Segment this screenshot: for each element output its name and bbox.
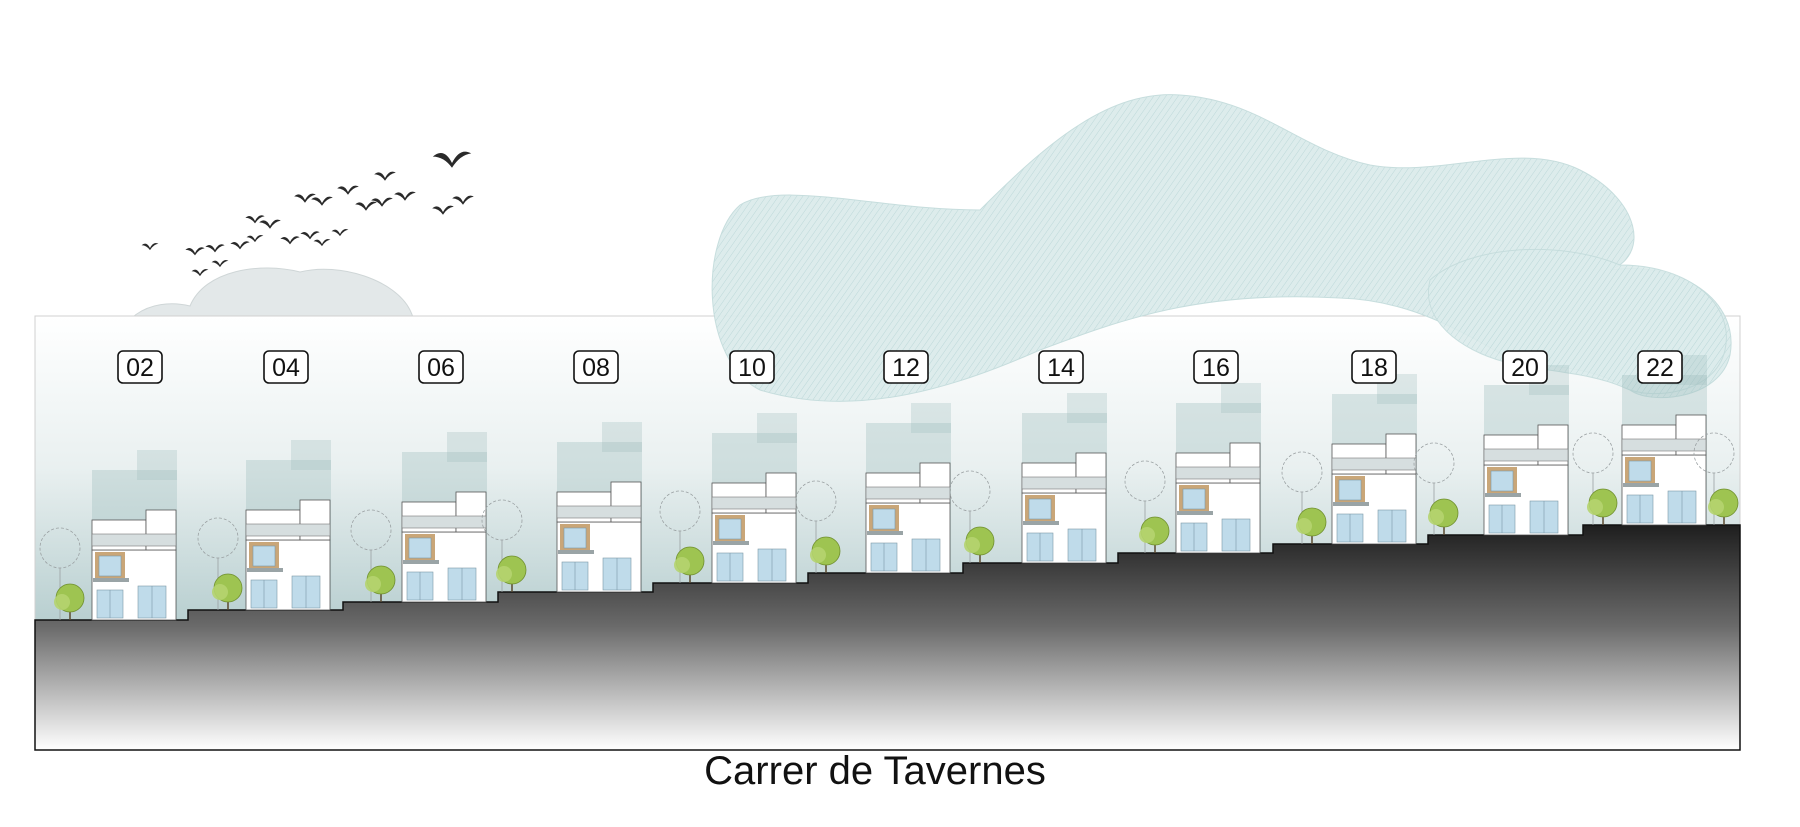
svg-text:06: 06	[427, 354, 455, 382]
house	[865, 462, 951, 574]
lot-label: 02	[117, 350, 163, 384]
bird-icon	[211, 260, 229, 268]
tree-icon	[39, 527, 85, 620]
lot-label: 10	[729, 350, 775, 384]
lot-label: 18	[1351, 350, 1397, 384]
tree-icon	[795, 480, 841, 573]
lot-label: 08	[573, 350, 619, 384]
bird-icon	[280, 236, 300, 245]
svg-text:04: 04	[272, 354, 300, 382]
house	[1483, 424, 1569, 536]
house	[1621, 414, 1707, 526]
house	[1175, 442, 1261, 554]
house	[711, 472, 797, 584]
bird-icon	[432, 205, 454, 215]
tree-icon	[350, 509, 396, 602]
lot-number-labels: 02 04 06 08 10 12 14 16 18 20 22	[117, 350, 1683, 384]
house	[1331, 433, 1417, 545]
terrain-section	[34, 524, 1741, 751]
tree-icon	[197, 517, 243, 610]
bird-icon	[394, 191, 416, 201]
svg-text:22: 22	[1646, 354, 1674, 382]
lot-label: 14	[1038, 350, 1084, 384]
svg-text:12: 12	[892, 354, 920, 382]
lot-label: 04	[263, 350, 309, 384]
house	[401, 491, 487, 603]
lot-label: 16	[1193, 350, 1239, 384]
bird-icon	[432, 151, 472, 168]
bird-icon	[245, 215, 265, 224]
bird-icon	[374, 171, 396, 181]
bird-icon	[205, 244, 225, 253]
bird-icon	[259, 219, 281, 229]
bird-icon	[337, 185, 359, 195]
bird-icon	[313, 239, 331, 247]
lot-label: 20	[1502, 350, 1548, 384]
bird-icon	[371, 197, 393, 207]
tree-icon	[1572, 432, 1618, 525]
tree-icon	[1281, 451, 1327, 544]
svg-text:02: 02	[126, 354, 154, 382]
svg-text:14: 14	[1047, 354, 1075, 382]
bird-icon	[230, 241, 250, 250]
bird-icon	[300, 231, 320, 240]
tree-icon	[1693, 432, 1739, 525]
bird-icon	[185, 247, 205, 256]
lot-label: 06	[418, 350, 464, 384]
house	[245, 499, 331, 611]
svg-text:18: 18	[1360, 354, 1388, 382]
street-name-title: Carrer de Tavernes	[704, 749, 1046, 793]
bird-icon	[246, 235, 264, 243]
bird-icon	[331, 229, 349, 237]
lot-label: 12	[883, 350, 929, 384]
tree-icon	[481, 499, 527, 592]
lot-label: 22	[1637, 350, 1683, 384]
bird-flock-icon	[141, 151, 474, 277]
bird-icon	[355, 201, 377, 211]
house	[1021, 452, 1107, 564]
tree-icon	[659, 490, 705, 583]
bird-icon	[141, 243, 159, 251]
house	[91, 509, 177, 621]
svg-text:20: 20	[1511, 354, 1539, 382]
bird-icon	[311, 196, 333, 206]
tree-icon	[1413, 442, 1459, 535]
svg-text:16: 16	[1202, 354, 1230, 382]
house	[556, 481, 642, 593]
tree-icon	[949, 470, 995, 563]
tree-icon	[1124, 460, 1170, 553]
svg-text:08: 08	[582, 354, 610, 382]
svg-text:10: 10	[738, 354, 766, 382]
bird-icon	[452, 195, 474, 205]
bird-icon	[191, 269, 209, 277]
trees-row	[39, 432, 1739, 620]
bird-icon	[294, 193, 316, 203]
houses-row	[91, 414, 1707, 621]
